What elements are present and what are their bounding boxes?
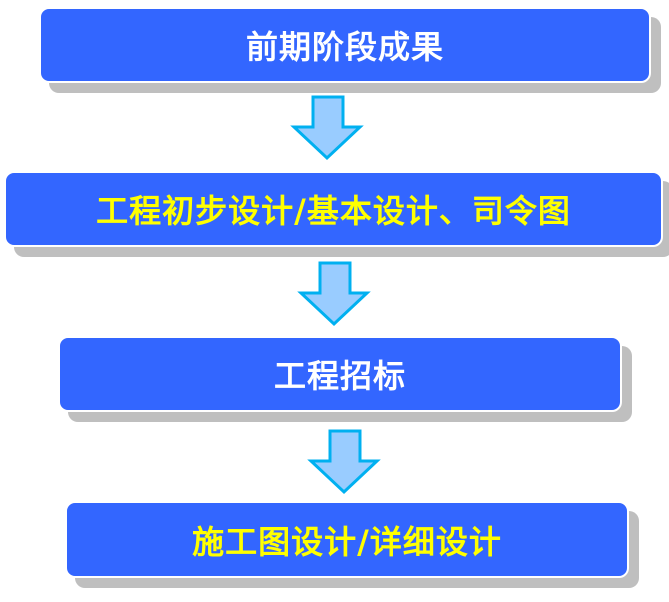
down-arrow-icon: [290, 95, 364, 161]
step-3-label: 工程招标: [273, 357, 406, 395]
step-3-box: 工程招标: [58, 336, 622, 412]
step-4-box: 施工图设计/详细设计: [65, 501, 629, 578]
step-2-box: 工程初步设计/基本设计、司令图: [4, 171, 663, 247]
down-arrow-icon: [307, 429, 381, 495]
step-4-label: 施工图设计/详细设计: [192, 522, 502, 561]
step-2-label: 工程初步设计/基本设计、司令图: [96, 192, 571, 230]
step-1-label: 前期阶段成果: [245, 28, 444, 66]
down-arrow-icon: [297, 261, 371, 327]
step-1-box: 前期阶段成果: [39, 7, 651, 83]
